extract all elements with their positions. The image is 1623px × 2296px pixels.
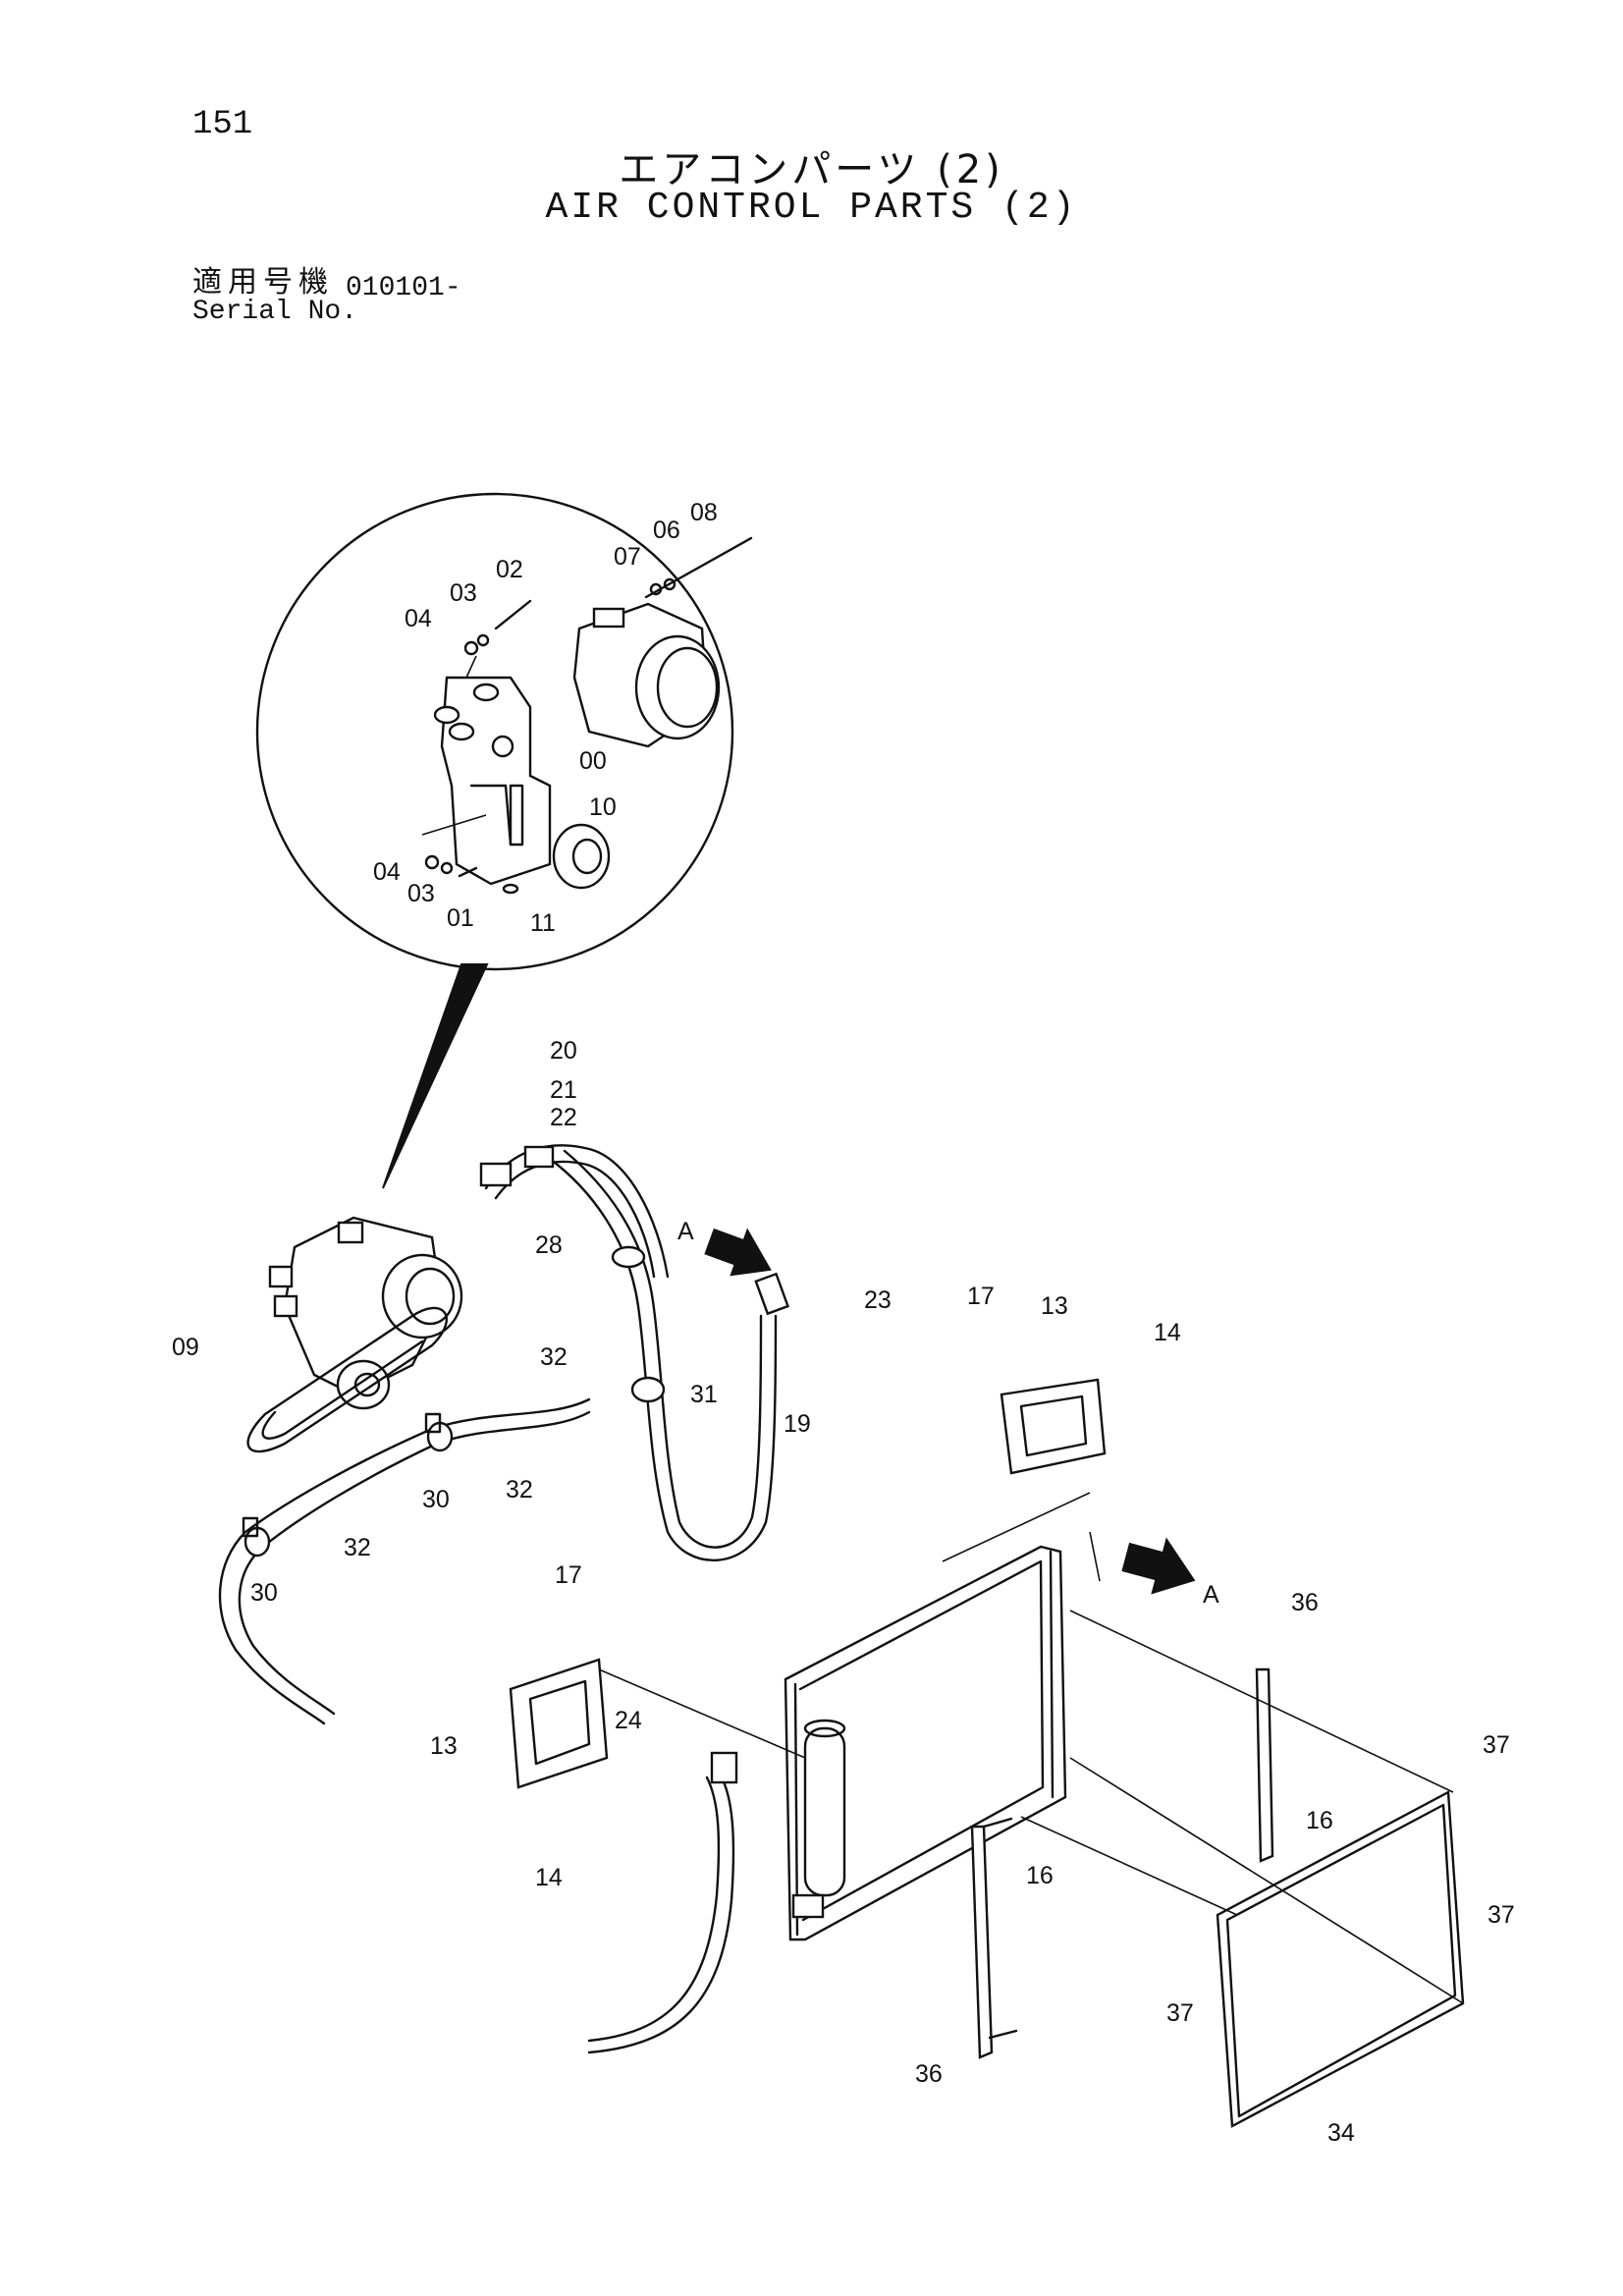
callout-a-1: A <box>677 1218 694 1245</box>
view-arrows <box>704 1228 1196 1595</box>
gaskets <box>509 1378 1107 1789</box>
callout-23: 23 <box>864 1286 892 1314</box>
callout-32b: 32 <box>506 1476 533 1503</box>
screen-frame <box>1216 1790 1465 2128</box>
callout-01: 01 <box>447 904 474 932</box>
hose-lines <box>218 1144 790 2054</box>
callout-00: 00 <box>579 747 607 775</box>
callout-06: 06 <box>653 517 680 544</box>
callout-37c: 37 <box>1166 1999 1194 2027</box>
serial-label-japanese: 適用号機 <box>192 265 334 300</box>
compressor-assembly <box>246 1216 463 1453</box>
callout-14: 14 <box>1154 1319 1181 1346</box>
serial-label: Serial No. <box>192 297 358 327</box>
callout-04: 04 <box>405 605 432 632</box>
callout-20: 20 <box>550 1037 577 1065</box>
callout-19: 19 <box>784 1410 811 1438</box>
page-title: AIR CONTROL PARTS (2) <box>545 187 1078 229</box>
callout-16: 16 <box>1306 1807 1333 1834</box>
callout-17: 17 <box>967 1283 995 1310</box>
callout-24: 24 <box>615 1707 642 1734</box>
callout-32: 32 <box>540 1343 568 1371</box>
callout-16b: 16 <box>1026 1862 1054 1889</box>
callout-22: 22 <box>550 1104 577 1131</box>
page-title-japanese: エアコンパーツ (2) <box>619 147 1004 192</box>
callout-32c: 32 <box>344 1534 371 1561</box>
callout-30: 30 <box>422 1486 450 1513</box>
condenser-assembly <box>784 1545 1067 1941</box>
callout-a-2: A <box>1203 1581 1219 1609</box>
callout-13: 13 <box>1041 1292 1068 1320</box>
callout-21: 21 <box>550 1076 577 1104</box>
callout-07: 07 <box>614 543 641 571</box>
callout-08: 08 <box>690 499 718 526</box>
callout-17b: 17 <box>555 1561 582 1589</box>
callout-30b: 30 <box>250 1579 278 1607</box>
callout-03b: 03 <box>407 880 435 907</box>
brackets <box>970 1667 1274 2059</box>
callout-37: 37 <box>1483 1731 1510 1759</box>
callout-04b: 04 <box>373 858 401 886</box>
callout-09: 09 <box>172 1334 199 1361</box>
callout-13b: 13 <box>430 1732 458 1760</box>
callout-labels: 00 01 02 03 04 06 08 07 04 03 10 11 09 2… <box>172 499 1515 2147</box>
serial-number: 010101- <box>346 273 461 303</box>
callout-36: 36 <box>1291 1589 1319 1616</box>
callout-34: 34 <box>1327 2119 1355 2147</box>
callout-02: 02 <box>496 556 523 583</box>
callout-14b: 14 <box>535 1864 563 1891</box>
callout-31: 31 <box>690 1381 718 1408</box>
callout-03: 03 <box>450 579 477 607</box>
assembly-guide-lines <box>598 1492 1464 2004</box>
callout-37b: 37 <box>1488 1901 1515 1929</box>
callout-10: 10 <box>589 793 617 821</box>
callout-36b: 36 <box>915 2060 943 2088</box>
compressor-detail-view <box>255 492 753 1189</box>
page-number: 151 <box>192 106 253 143</box>
callout-11: 11 <box>530 909 556 937</box>
callout-28: 28 <box>535 1231 563 1259</box>
